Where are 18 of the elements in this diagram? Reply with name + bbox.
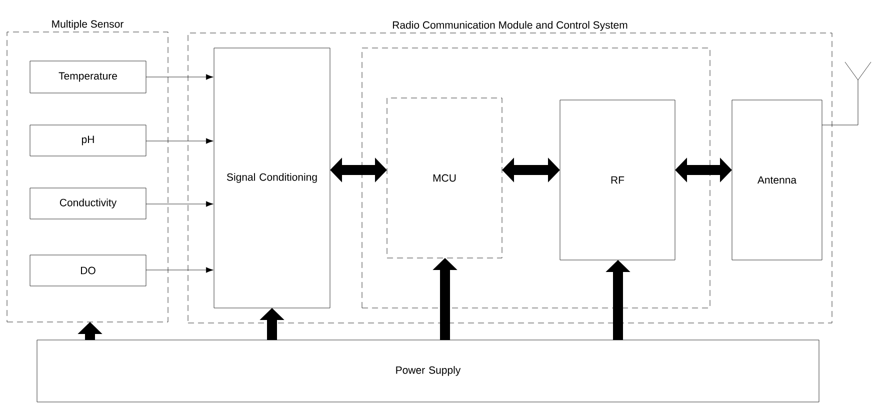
node-label: Radio Communication Module and Control System [392, 21, 628, 31]
arrow [146, 74, 214, 80]
block-box: RF [560, 100, 676, 260]
dashed-block-box: MCU [386, 98, 502, 258]
arrow [146, 201, 214, 207]
dashed-group-box [362, 48, 710, 308]
block-box: Signal Conditioning [214, 48, 330, 308]
block-box: DO [30, 254, 146, 286]
antenna-symbol [844, 62, 872, 80]
block-box: pH [30, 124, 146, 156]
block-box: Temperature [30, 60, 146, 94]
block-box: Antenna [732, 100, 822, 260]
connector-line [822, 80, 858, 126]
block-box: Conductivity [30, 188, 146, 220]
block-box: Power Supply [36, 340, 820, 402]
arrow [146, 267, 214, 273]
arrow [146, 138, 214, 144]
node-label: Multiple Sensor [52, 20, 124, 30]
